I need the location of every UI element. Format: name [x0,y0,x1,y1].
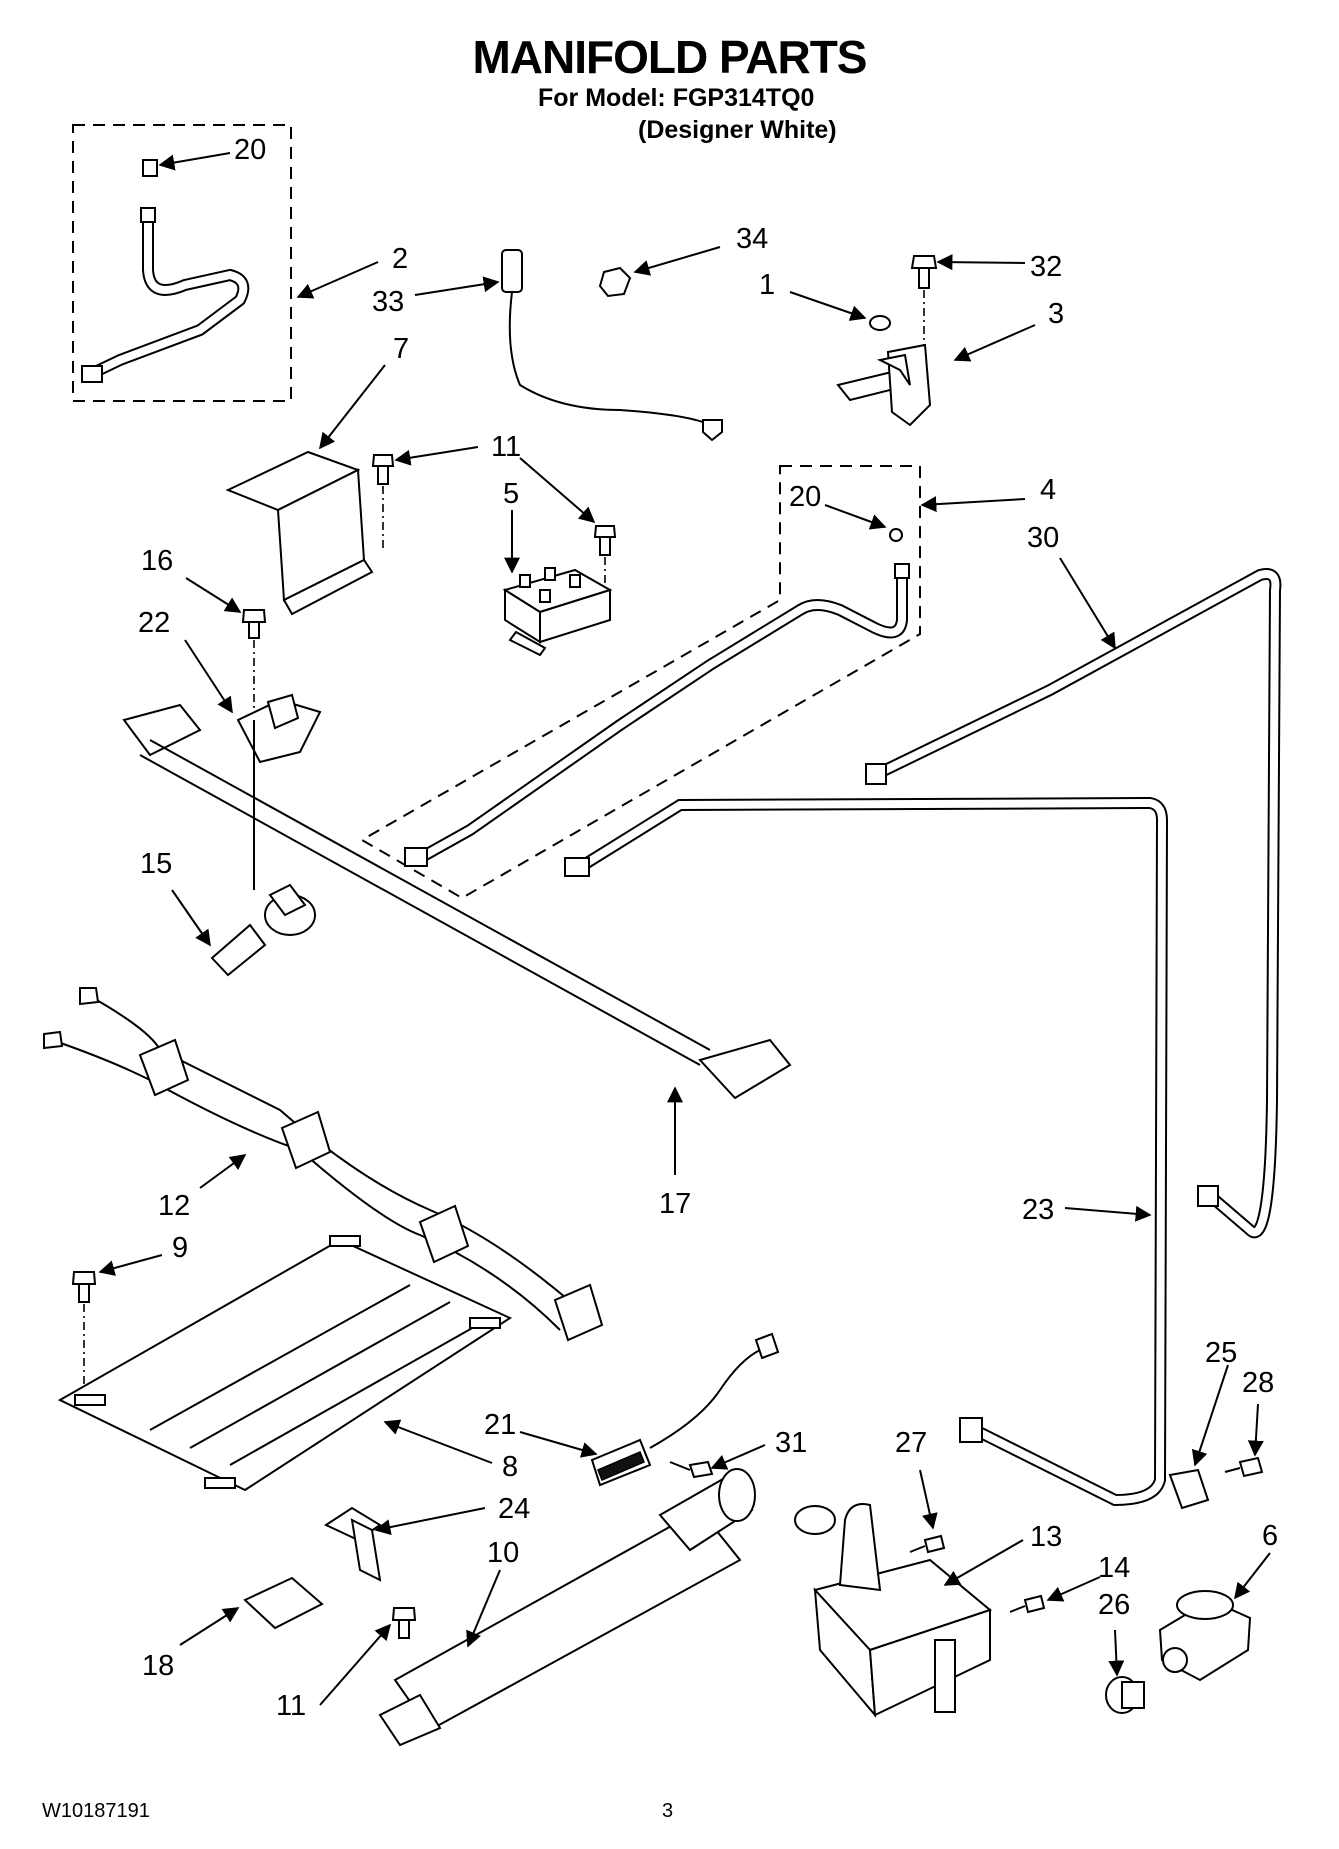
model-line: For Model: FGP314TQ0 [538,84,815,112]
callout-30: 30 [1027,522,1059,554]
part-3-bracket [836,343,932,427]
callout-6: 6 [1262,1520,1278,1552]
part-10-burner [378,1468,756,1747]
part-23-tube [564,796,1169,1507]
part-2-dashed-box [72,124,292,402]
part-25-clip [1168,1468,1210,1510]
callout-17: 17 [659,1188,691,1220]
callout-32: 32 [1030,251,1062,283]
part-6-regulator [1158,1590,1252,1682]
part-31-screw [669,1460,714,1479]
page-title: MANIFOLD PARTS [472,31,867,83]
callout-3: 3 [1048,298,1064,330]
part-8-shield [57,1235,513,1492]
part-15-valve [210,720,316,977]
callout-5: 5 [503,478,519,510]
part-34-nut [598,266,632,298]
callout-27: 27 [895,1427,927,1459]
leader-lines [98,152,1271,1706]
part-30-tube [865,568,1282,1239]
callout-10: 10 [487,1537,519,1569]
part-16-screw [241,609,267,720]
callout-12: 12 [158,1190,190,1222]
callout-8: 8 [502,1451,518,1483]
callout-23: 23 [1022,1194,1054,1226]
part-12-harness [43,987,604,1342]
part-2-group [72,124,292,402]
callout-14: 14 [1098,1552,1130,1584]
color-line: (Designer White) [638,116,837,144]
part-24-bracket [323,1506,382,1582]
callout-25: 25 [1205,1337,1237,1369]
part-4-group [359,465,921,900]
callout-11: 11 [491,431,521,463]
callout-7: 7 [393,333,409,365]
callout-11-b: 11 [276,1690,306,1722]
callout-20-b: 20 [789,481,821,513]
callout-16: 16 [141,545,173,577]
callout-2: 2 [392,243,408,275]
part-33-lead [501,249,723,442]
part-27-screw [909,1534,946,1554]
part-11-screws-upper [371,454,617,600]
callout-26: 26 [1098,1589,1130,1621]
part-14-screw [1009,1594,1046,1614]
callout-33: 33 [372,286,404,318]
page-number: 3 [662,1800,674,1822]
callout-9: 9 [172,1232,188,1264]
doc-number: W10187191 [42,1800,150,1822]
part-20-fitting-b [889,528,903,542]
part-9-screw [71,1271,97,1390]
part-32-screw [910,255,938,365]
callout-1: 1 [759,269,775,301]
part-1-nut [869,315,891,331]
part-17-bar [122,703,792,1100]
part-2-tube [92,218,250,378]
part-11-screw-lower [391,1607,417,1639]
part-4-dashed-box [359,465,921,900]
callout-labels: 20 2 33 34 32 1 3 7 11 5 20 4 30 16 22 1… [138,134,1278,1722]
part-13-valve-body [794,1503,993,1719]
callout-4: 4 [1040,474,1056,506]
callout-13: 13 [1030,1521,1062,1553]
callout-21: 21 [484,1409,516,1441]
callout-31: 31 [775,1427,807,1459]
part-26-fitting [1105,1676,1145,1714]
part-18-clip [243,1576,324,1630]
callout-28: 28 [1242,1367,1274,1399]
part-22-clamp [236,693,322,764]
part-7-cover [225,450,374,616]
callout-24: 24 [498,1493,530,1525]
callout-34: 34 [736,223,768,255]
part-5-spark-module [502,567,613,657]
callout-20: 20 [234,134,266,166]
part-28-screw [1224,1456,1264,1478]
callout-18: 18 [142,1650,174,1682]
part-20-fitting-a [142,159,158,177]
callout-15: 15 [140,848,172,880]
part-21-igniter [590,1332,780,1487]
callout-22: 22 [138,607,170,639]
